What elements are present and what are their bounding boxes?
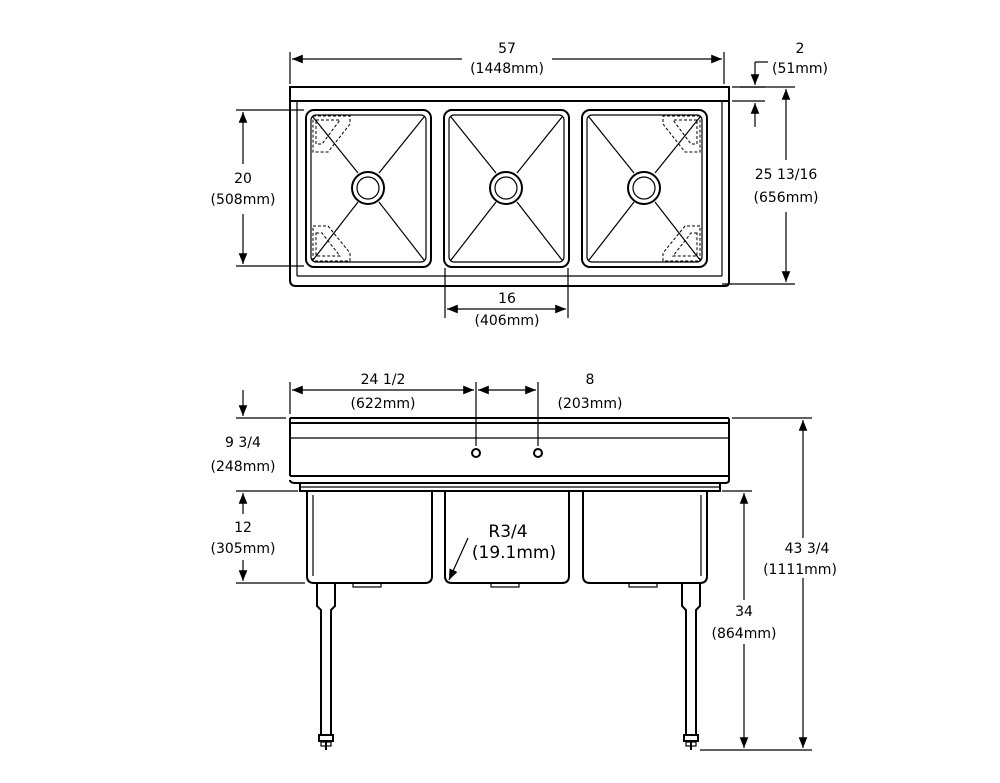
dim-bowl-height-imperial: 12 xyxy=(234,520,252,536)
dim-faucet-center: 24 1/2 (622mm) xyxy=(289,372,477,446)
plan-bowl-right xyxy=(581,109,708,268)
dim-corner-radius: R3/4 (19.1mm) xyxy=(448,522,556,581)
faucet-hole-right xyxy=(533,448,543,458)
dim-backsplash-metric: (51mm) xyxy=(772,61,828,77)
dim-faucet-center-imperial: 24 1/2 xyxy=(361,372,406,388)
dim-overall-depth-imperial: 25 13/16 xyxy=(755,167,818,183)
dim-faucet-spacing: 8 (203mm) xyxy=(478,372,622,446)
dim-faucet-spacing-imperial: 8 xyxy=(586,372,595,388)
drain-basket-outline xyxy=(312,225,351,262)
plan-outline xyxy=(289,86,730,287)
drain-basket-outline xyxy=(662,225,701,262)
drain-basket-outline xyxy=(662,115,701,153)
front-view: 24 1/2 (622mm) 8 (203mm) 9 3/4 (248mm) 1… xyxy=(211,372,837,751)
dim-faucet-spacing-metric: (203mm) xyxy=(558,396,623,412)
drain-outlet-left xyxy=(352,582,382,588)
leg-right xyxy=(681,583,701,750)
faucet-hole-left xyxy=(471,448,481,458)
dim-splash-height-metric: (248mm) xyxy=(211,459,276,475)
dim-overall-width: 57 (1448mm) xyxy=(289,41,725,84)
dim-corner-radius-imperial: R3/4 xyxy=(488,522,527,542)
drain-outlet-right xyxy=(628,582,658,588)
dim-bowl-depth: 20 (508mm) xyxy=(211,109,304,267)
dim-bowl-width-imperial: 16 xyxy=(498,291,516,307)
dim-faucet-center-metric: (622mm) xyxy=(351,396,416,412)
dim-bowl-height: 12 (305mm) xyxy=(211,493,305,584)
dim-rim-height: 34 (864mm) xyxy=(700,490,812,751)
dim-overall-height: 43 3/4 (1111mm) xyxy=(732,417,837,748)
dim-rim-height-imperial: 34 xyxy=(735,604,753,620)
dim-bowl-depth-metric: (508mm) xyxy=(211,192,276,208)
dim-overall-depth: 25 13/16 (656mm) xyxy=(722,86,819,285)
dim-backsplash: 2 (51mm) xyxy=(732,41,828,127)
front-bowl-left xyxy=(306,491,433,584)
drain-basket-outline xyxy=(312,115,351,153)
dim-bowl-width-metric: (406mm) xyxy=(475,313,540,329)
dim-backsplash-imperial: 2 xyxy=(796,41,805,57)
dim-overall-width-metric: (1448mm) xyxy=(470,61,544,77)
drain-outlet-center xyxy=(490,582,520,588)
dim-overall-height-metric: (1111mm) xyxy=(763,562,837,578)
dim-corner-radius-metric: (19.1mm) xyxy=(472,543,556,563)
dim-overall-height-imperial: 43 3/4 xyxy=(785,541,830,557)
dim-bowl-height-metric: (305mm) xyxy=(211,541,276,557)
dim-splash-height: 9 3/4 (248mm) xyxy=(211,390,298,492)
dim-overall-depth-metric: (656mm) xyxy=(754,190,819,206)
plan-view: 57 (1448mm) 2 (51mm) 20 (508mm) xyxy=(211,41,828,329)
dim-bowl-width: 16 (406mm) xyxy=(444,268,569,329)
plan-bowl-left xyxy=(305,109,432,268)
dim-bowl-depth-imperial: 20 xyxy=(234,171,252,187)
dim-overall-width-imperial: 57 xyxy=(498,41,516,57)
dim-splash-height-imperial: 9 3/4 xyxy=(225,435,261,451)
front-drainboard-edge xyxy=(289,475,730,484)
plan-bowl-center xyxy=(443,109,570,268)
leg-left xyxy=(316,583,336,750)
dim-rim-height-metric: (864mm) xyxy=(712,626,777,642)
front-bowl-right xyxy=(582,491,708,584)
